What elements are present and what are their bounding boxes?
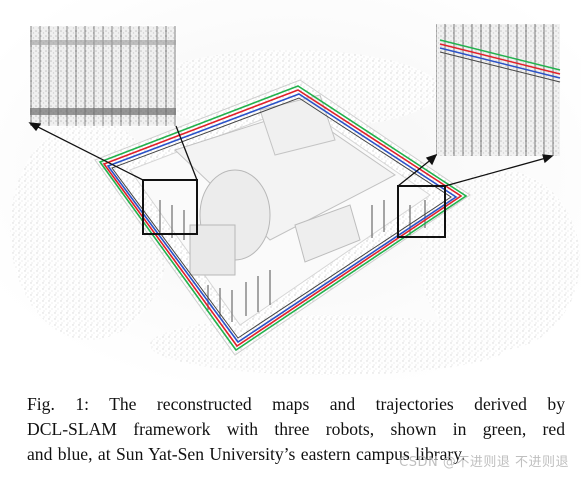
highlight-box-left [142, 179, 198, 235]
watermark: CSDN @不进则退 不进则退 [399, 455, 569, 470]
library-building [174, 94, 396, 276]
caption-line-1: Fig. 1: The reconstructed maps and traje… [27, 394, 565, 414]
point-cloud-map [0, 0, 581, 380]
trajectory-red [102, 89, 463, 348]
trajectory-green [98, 85, 468, 352]
inset-right [436, 24, 561, 156]
highlight-box-right [397, 185, 446, 238]
caption-line-2: DCL-SLAM framework with three robots, sh… [27, 419, 565, 439]
figure-map [0, 0, 581, 380]
trajectories [98, 85, 468, 352]
trajectory-blue [106, 93, 458, 344]
caption-line-3: and blue, at Sun Yat-Sen University’s ea… [27, 444, 466, 464]
figure-caption: Fig. 1: The reconstructed maps and traje… [27, 392, 565, 467]
zoom-connectors [28, 122, 554, 187]
inset-left [29, 25, 177, 127]
